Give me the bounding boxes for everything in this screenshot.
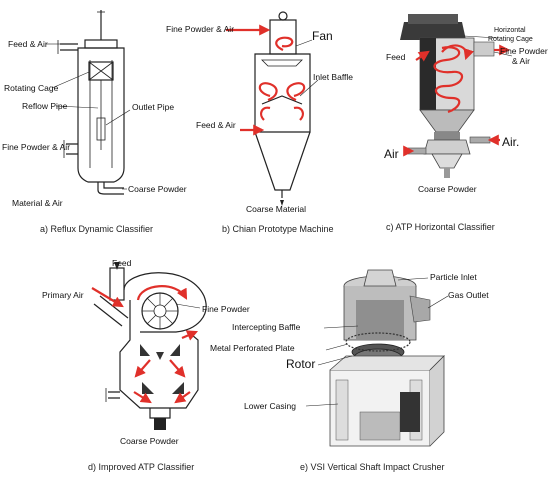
label-e-lower-casing: Lower Casing xyxy=(244,401,296,411)
label-a-coarse-powder: Coarse Powder xyxy=(128,184,187,194)
label-c-coarse-powder: Coarse Powder xyxy=(418,184,477,194)
panel-b-prototype-machine: Fine Powder & Air Fan Inlet Baffle Feed … xyxy=(166,11,353,234)
panel-a-reflux-classifier: Feed & Air Rotating Cage Reflow Pipe Out… xyxy=(2,10,187,234)
label-e-particle-inlet: Particle Inlet xyxy=(430,272,477,282)
label-a-fine-powder-air: Fine Powder & Air xyxy=(2,142,70,152)
label-b-coarse-material: Coarse Material xyxy=(246,204,306,214)
panel-c-atp-classifier: Horizontal Rotating Cage Feed Fine Powde… xyxy=(384,14,548,232)
label-b-feed-air: Feed & Air xyxy=(196,120,236,130)
caption-d: d) Improved ATP Classifier xyxy=(88,462,194,472)
label-c-fine-powder: Fine Powder xyxy=(500,46,548,56)
label-b-fine-powder-air: Fine Powder & Air xyxy=(166,24,234,34)
caption-e: e) VSI Vertical Shaft Impact Crusher xyxy=(300,462,445,472)
label-e-gas-outlet: Gas Outlet xyxy=(448,290,489,300)
label-d-coarse-powder: Coarse Powder xyxy=(120,436,179,446)
label-e-rotor: Rotor xyxy=(286,357,315,371)
caption-c: c) ATP Horizontal Classifier xyxy=(386,222,495,232)
label-e-metal-perforated-plate: Metal Perforated Plate xyxy=(210,343,295,353)
label-d-fine-powder: Fine Powder xyxy=(202,304,250,314)
label-c-and-air: & Air xyxy=(512,56,530,66)
label-c-feed: Feed xyxy=(386,52,406,62)
caption-a: a) Reflux Dynamic Classifier xyxy=(40,224,153,234)
label-c-air-left: Air xyxy=(384,147,399,161)
caption-b: b) Chian Prototype Machine xyxy=(222,224,334,234)
label-c-rotating-cage: Rotating Cage xyxy=(488,36,533,43)
label-d-primary-air: Primary Air xyxy=(42,290,84,300)
panel-d-improved-atp: Feed Primary Air Fine Powder Coarse Powd… xyxy=(42,258,250,472)
label-a-feed-air: Feed & Air xyxy=(8,39,48,49)
label-a-reflow-pipe: Reflow Pipe xyxy=(22,101,68,111)
label-a-material-air: Material & Air xyxy=(12,198,63,208)
label-b-fan: Fan xyxy=(312,29,333,43)
label-c-horizontal: Horizontal xyxy=(494,27,526,34)
label-e-intercepting-baffle: Intercepting Baffle xyxy=(232,322,301,332)
label-b-inlet-baffle: Inlet Baffle xyxy=(313,72,353,82)
label-d-feed: Feed xyxy=(112,258,132,268)
label-c-air-right: Air. xyxy=(502,135,519,149)
label-a-outlet-pipe: Outlet Pipe xyxy=(132,102,174,112)
panel-e-vsi-crusher: Particle Inlet Gas Outlet Intercepting B… xyxy=(210,269,489,472)
label-a-rotating-cage: Rotating Cage xyxy=(4,83,59,93)
